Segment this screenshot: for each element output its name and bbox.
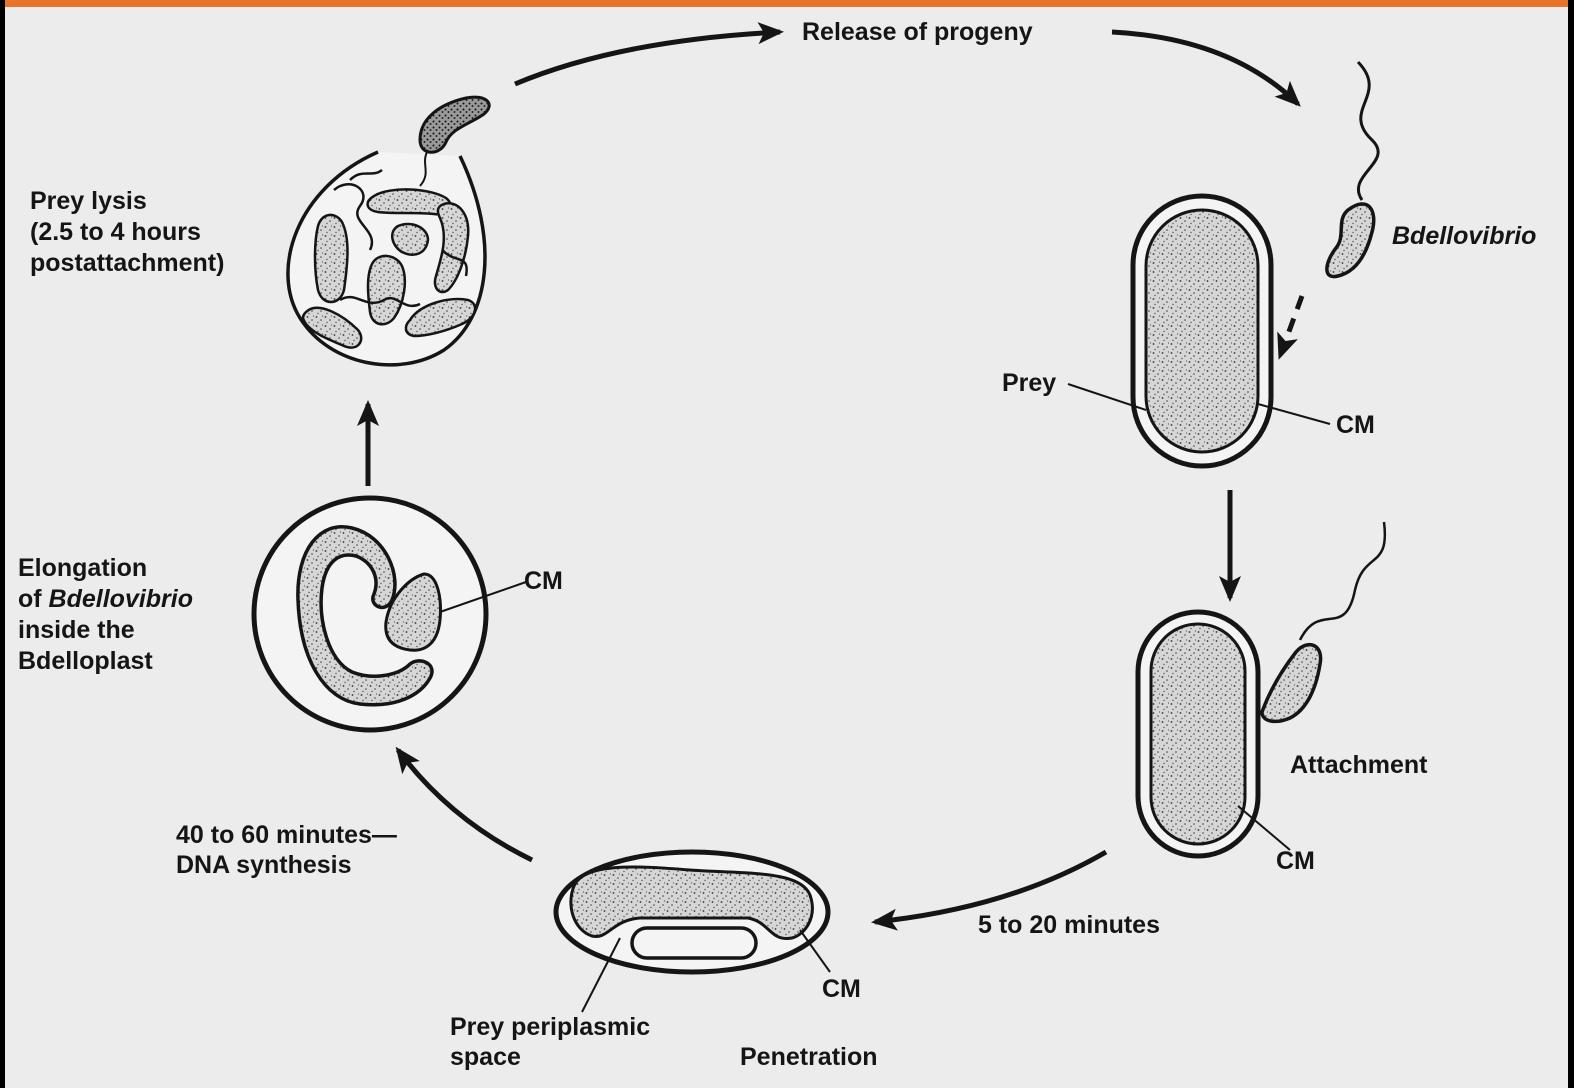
label-space: space — [450, 1042, 521, 1073]
flagellum — [1358, 62, 1378, 200]
attached-bdellovibrio — [1262, 645, 1321, 722]
label-of: of — [18, 585, 49, 613]
label-prey: Prey — [1002, 368, 1056, 399]
label-cm-prey: CM — [1336, 410, 1375, 441]
bdellovibrio-cell — [1327, 204, 1374, 277]
label-penetration: Penetration — [740, 1042, 878, 1073]
label-release-of-progeny: Release of progeny — [802, 17, 1033, 48]
bdellovibrio-in-periplasm — [632, 928, 756, 958]
label-of-bdellovibrio: of Bdellovibrio — [18, 584, 193, 615]
label-bdellovibrio-italic: Bdellovibrio — [49, 585, 193, 613]
label-prey-lysis: Prey lysis — [30, 186, 147, 217]
label-cm-attachment: CM — [1276, 846, 1315, 877]
arrow-lysis-to-release — [515, 32, 780, 84]
penetration-cell — [556, 852, 830, 1012]
label-cm-elongation: CM — [524, 566, 563, 597]
arrow-penetration-to-elongation — [398, 750, 532, 860]
dashed-arrow-to-prey — [1280, 296, 1302, 356]
label-cm-penetration: CM — [822, 974, 861, 1005]
label-prey-periplasmic: Prey periplasmic — [450, 1012, 650, 1043]
bdelloplast — [254, 498, 526, 730]
label-bdellovibrio: Bdellovibrio — [1392, 221, 1536, 252]
label-postattachment: postattachment) — [30, 248, 224, 279]
attached-flagellum — [1300, 522, 1385, 640]
progeny-3 — [392, 224, 428, 255]
attachment-cell — [1138, 522, 1385, 856]
free-bdellovibrio — [1280, 62, 1378, 356]
lysing-prey — [288, 97, 489, 365]
released-bdellovibrio — [420, 97, 489, 152]
label-5-to-20-minutes: 5 to 20 minutes — [978, 910, 1160, 941]
label-bdelloplast: Bdelloplast — [18, 646, 153, 677]
label-lysis-time: (2.5 to 4 hours — [30, 217, 201, 248]
label-elongation: Elongation — [18, 553, 147, 584]
label-dna-synthesis: DNA synthesis — [176, 850, 352, 881]
label-attachment: Attachment — [1290, 750, 1428, 781]
label-40-to-60-minutes: 40 to 60 minutes— — [176, 820, 397, 851]
arrow-release-to-bdellovibrio — [1112, 32, 1298, 104]
progeny-1 — [315, 215, 348, 302]
label-inside-the: inside the — [18, 615, 135, 646]
